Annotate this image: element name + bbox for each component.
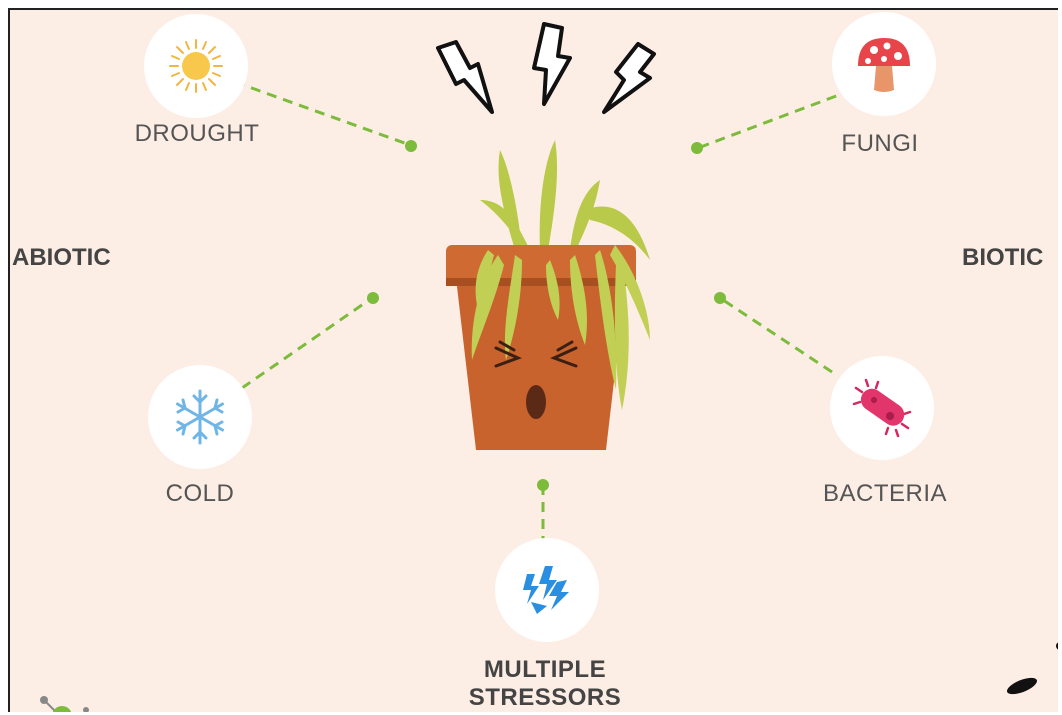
cold-label: COLD [125,480,275,508]
snowflake-icon [170,387,230,447]
connector-dot [537,479,549,491]
corner-decoration-left [40,696,89,712]
plant-leaves-back [480,140,650,260]
fungi-label: FUNGI [805,130,955,158]
mushroom-icon [854,32,914,96]
bacterium-icon [850,376,914,440]
biotic-label: BIOTIC [962,244,1043,272]
lightning-bolt-icon [534,24,570,104]
lightning-bolt-icon [604,44,654,112]
connector-dot [691,142,703,154]
lightning-bolt-icon [438,42,492,112]
sun-icon [166,36,226,96]
connector-cold [242,298,372,388]
connector-dot [367,292,379,304]
lightning-bolts [438,24,654,112]
diagram-canvas: DROUGHT COLD FUNGI BACTERIA ABIOTIC BIOT… [8,8,1058,712]
multiple-stressors-circle [495,538,599,642]
connector-dot [714,292,726,304]
drought-circle [144,14,248,118]
bacteria-label: BACTERIA [800,480,970,508]
drought-label: DROUGHT [122,120,272,148]
connector-bacteria [720,298,832,372]
cold-circle [148,365,252,469]
lightning-burst-icon [517,560,577,620]
fungi-circle [832,12,936,116]
abiotic-label: ABIOTIC [12,244,111,272]
connector-dot [405,140,417,152]
multiple-stressors-line2: STRESSORS [440,684,650,712]
bacteria-circle [830,356,934,460]
multiple-stressors-line1: MULTIPLE [440,656,650,684]
multiple-stressors-label: MULTIPLE STRESSORS [440,656,650,712]
pot-mouth [526,385,546,419]
corner-decoration-right [1005,642,1058,698]
